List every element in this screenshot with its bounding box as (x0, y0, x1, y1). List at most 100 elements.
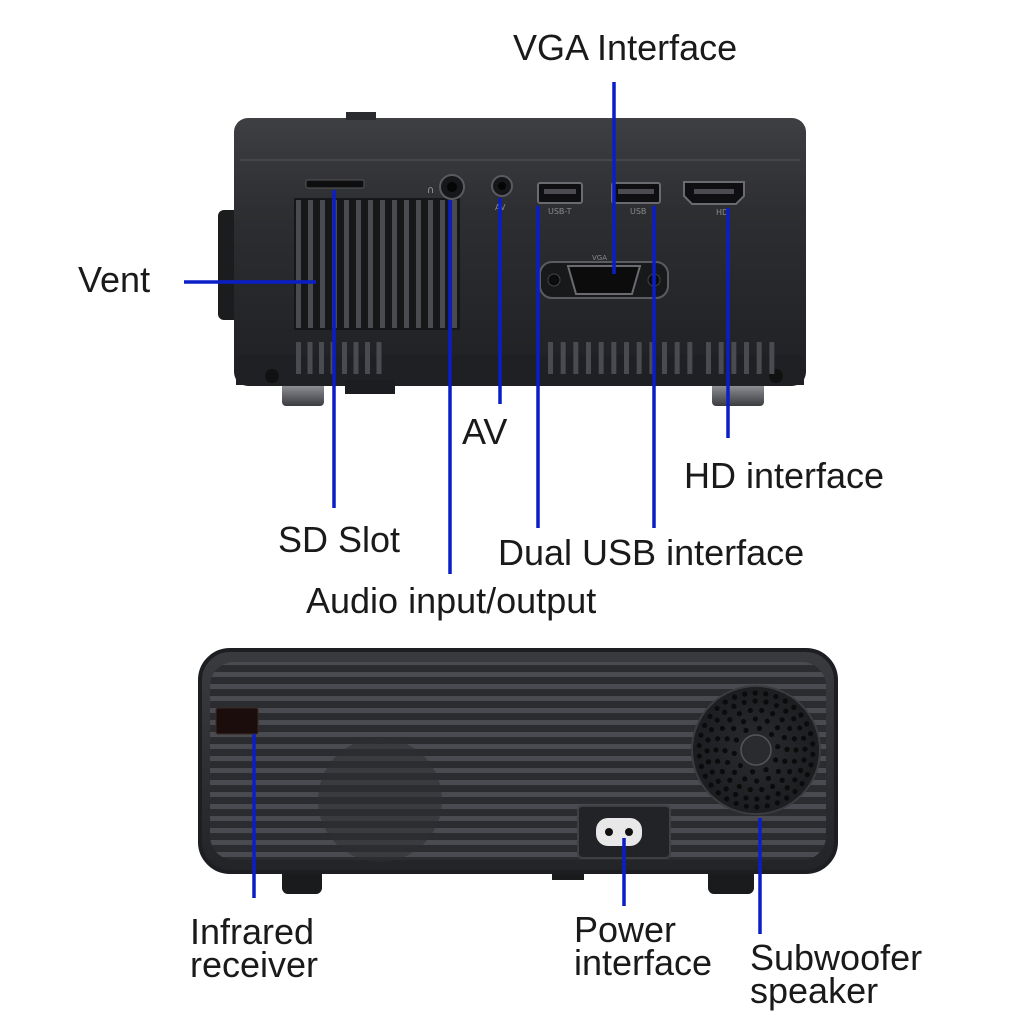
leader-lines (184, 82, 762, 934)
speaker-hole (722, 709, 728, 715)
speaker-hole (787, 769, 793, 775)
speaker-hole (800, 735, 807, 741)
speaker-hole (793, 747, 799, 753)
vent-slat (308, 200, 313, 328)
speaker-hole (799, 781, 805, 787)
speaker-hole (764, 718, 770, 724)
speaker-hole (782, 698, 788, 704)
speaker-hole (779, 717, 785, 723)
vent-slat (404, 200, 409, 328)
speaker-hole (756, 725, 763, 731)
speaker-hole (797, 767, 804, 774)
speaker-grille (691, 685, 821, 815)
speaker-hole (747, 707, 753, 714)
speaker-hole (742, 691, 748, 697)
power-socket (577, 805, 671, 859)
speaker-hole (702, 773, 708, 779)
vent-slat (353, 342, 359, 374)
speaker-hole (708, 726, 715, 733)
label-hd-interface: HD interface (684, 455, 885, 496)
label-infrared-line-2: receiver (190, 944, 319, 985)
speaker-hole (774, 800, 780, 806)
label-power-line-2: interface (574, 942, 713, 983)
speaker-hole (773, 693, 779, 700)
vent-slat (636, 342, 642, 374)
vent-slat (428, 200, 433, 328)
speaker-hole (713, 747, 719, 753)
speaker-hole (719, 768, 725, 775)
speaker-hole (707, 713, 713, 719)
speaker-hole (763, 767, 769, 773)
speaker-hole (752, 690, 758, 696)
vent-slat (586, 342, 591, 374)
speaker-hole (731, 769, 738, 775)
speaker-hole (708, 782, 714, 788)
foot-left (282, 380, 764, 406)
hdmi-port: HD (683, 181, 745, 217)
vent-slat (769, 342, 775, 374)
speaker-hole (725, 759, 731, 766)
speaker-hole (781, 734, 787, 741)
usb-port-2: USB (611, 182, 661, 216)
vent-slat (440, 200, 445, 328)
label-subwoofer-line-1: Subwoofer (750, 937, 923, 978)
speaker-hole (804, 772, 810, 778)
usb-1-marking: USB-T (548, 207, 572, 216)
speaker-hole (765, 794, 771, 801)
speaker-hole (722, 748, 728, 754)
speaker-hole (759, 786, 765, 793)
vent-slat (320, 200, 325, 328)
label-dual-usb-interface: Dual USB interface (498, 532, 805, 573)
speaker-hole (747, 786, 753, 793)
speaker-hole (775, 743, 781, 750)
speaker-hole (769, 783, 776, 789)
infrared-window (215, 707, 259, 735)
label-sd-slot: SD Slot (278, 519, 401, 560)
sd-slot (305, 179, 365, 189)
speaker-hole (770, 711, 776, 717)
speaker-hole (754, 804, 760, 810)
speaker-hole (719, 725, 725, 731)
speaker-hole (792, 788, 798, 795)
vent-slat (662, 342, 667, 374)
speaker-hole (733, 737, 740, 743)
audio-jack: ∩ (427, 174, 465, 200)
vent-slat (365, 342, 370, 374)
speaker-hole (774, 725, 781, 731)
vent-slat (344, 200, 349, 328)
speaker-hole (801, 757, 807, 763)
label-audio-input-output: Audio input/output (306, 580, 597, 621)
vent-slat (307, 342, 313, 374)
vent-slat (731, 342, 737, 374)
speaker-hole (724, 736, 730, 742)
speaker-hole (736, 783, 742, 789)
speaker-hole (714, 717, 720, 723)
speaker-hole (715, 736, 721, 742)
speaker-hole (740, 719, 747, 725)
vent-slat (649, 342, 655, 374)
speaker-hole (773, 702, 780, 709)
speaker-hole (724, 796, 730, 802)
speaker-hole (797, 725, 803, 731)
vent-slat (548, 342, 553, 374)
vent-slat (416, 200, 421, 328)
vga-port: VGA (539, 254, 669, 299)
speaker-hole (731, 725, 737, 732)
speaker-hole (742, 776, 748, 782)
usb-2-marking: USB (630, 207, 646, 216)
vent-slat (598, 342, 604, 374)
projector-top-view (198, 648, 838, 894)
speaker-hole (791, 758, 797, 764)
vent-slat (573, 342, 579, 374)
speaker-hole (731, 703, 737, 709)
speaker-hole (749, 769, 756, 775)
speaker-hole (715, 758, 721, 764)
speaker-hole (705, 759, 712, 765)
speaker-hole (782, 758, 788, 764)
speaker-hole (810, 751, 816, 758)
speaker-hole (696, 753, 702, 759)
vent-slat (624, 342, 629, 374)
label-av: AV (462, 411, 508, 452)
speaker-hole (714, 705, 720, 712)
speaker-hole (754, 778, 760, 784)
